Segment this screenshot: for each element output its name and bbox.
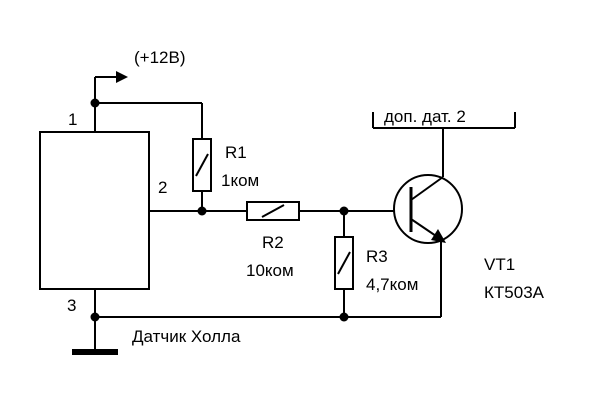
junction-dot-ground-right bbox=[339, 312, 349, 322]
resistor-r3 bbox=[334, 211, 354, 317]
supply-wire bbox=[94, 102, 203, 139]
r2-ref: R2 bbox=[262, 233, 284, 252]
r1-ref: R1 bbox=[225, 143, 247, 162]
r3-value: 4,7ком bbox=[366, 275, 418, 294]
junction-dot-supply bbox=[90, 98, 100, 108]
resistor-r2 bbox=[246, 201, 300, 221]
transistor-vt1 bbox=[393, 128, 463, 317]
output-label: доп. дат. 2 bbox=[384, 107, 466, 126]
r3-ref: R3 bbox=[366, 247, 388, 266]
r2-value: 10ком bbox=[246, 261, 294, 280]
junction-dot-ground-left bbox=[90, 312, 100, 322]
pin3-label: 3 bbox=[67, 296, 76, 315]
r1-value: 1ком bbox=[221, 171, 259, 190]
junction-dot-pin2 bbox=[197, 206, 207, 216]
hall-sensor-box bbox=[39, 131, 150, 290]
pin1-label: 1 bbox=[68, 110, 77, 129]
output-bracket bbox=[372, 112, 516, 129]
sensor-name: Датчик Холла bbox=[132, 327, 241, 346]
ground-wire bbox=[72, 289, 441, 355]
power-arrow bbox=[94, 71, 128, 103]
resistor-r1 bbox=[192, 138, 212, 192]
vt1-part: КТ503А bbox=[484, 283, 545, 302]
vt1-ref: VT1 bbox=[484, 255, 515, 274]
power-label: (+12В) bbox=[134, 48, 186, 67]
pin2-label: 2 bbox=[158, 178, 167, 197]
